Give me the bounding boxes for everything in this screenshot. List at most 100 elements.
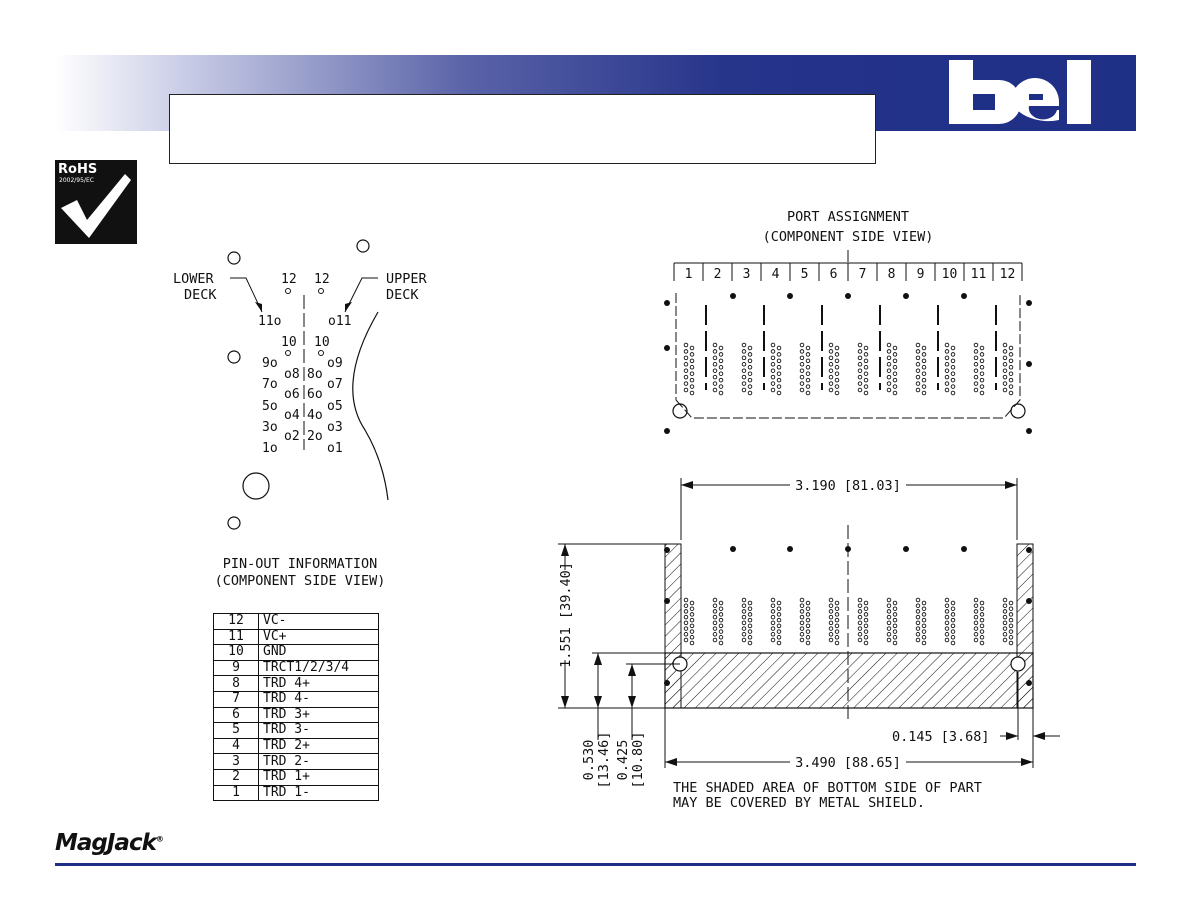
rohs-directive: 2002/95/EC (59, 177, 94, 184)
pin-label-left: 3o (262, 420, 278, 435)
bel-logo: bel (949, 60, 1091, 124)
pin-label-left: o6 (284, 387, 300, 402)
dim-425: 0.425 (615, 740, 631, 781)
port-number: 12 (1000, 267, 1016, 282)
port-number: 2 (714, 267, 722, 282)
pin-signal: TRD 4- (258, 690, 379, 708)
port-number: 6 (830, 267, 838, 282)
pin-number: 11 (213, 628, 259, 646)
pin-label-right: o9 (327, 356, 343, 371)
pin-label-right: o7 (327, 377, 343, 392)
pin-label-left: 5o (262, 399, 278, 414)
port-number: 9 (917, 267, 925, 282)
port-number: 5 (801, 267, 809, 282)
pin-label-right: o11 (328, 314, 351, 329)
title-box (169, 94, 876, 164)
pin-number: 2 (213, 768, 259, 786)
magjack-logo-mark: ® (155, 834, 164, 844)
pin-number: 8 (213, 675, 259, 692)
magjack-logo: MagJack® (55, 830, 164, 856)
shield-note-line-2: MAY BE COVERED BY METAL SHIELD. (673, 795, 925, 811)
pin-label-left: o2 (284, 429, 300, 444)
pin-signal: TRD 2+ (258, 737, 379, 755)
pin-number: 5 (213, 722, 259, 739)
pin-label-left: 1o (262, 441, 278, 456)
pin-number: 1 (213, 784, 259, 802)
pinout-title-line-1: PIN-OUT INFORMATION (222, 556, 378, 572)
pin-label-left: 12 (281, 272, 297, 287)
pin-number: 6 (213, 706, 259, 724)
dim-530: 0.530 (581, 740, 597, 781)
pin-signal: TRD 4+ (258, 675, 379, 692)
port-number: 11 (971, 267, 987, 282)
pin-signal: TRD 1+ (258, 768, 379, 786)
rohs-badge: RoHS 2002/95/EC (55, 160, 137, 244)
pin-signal: TRD 3- (258, 722, 379, 739)
dim-530-mm: [13.46] (596, 732, 612, 789)
pin-number: 4 (213, 737, 259, 755)
pinout-diagram: LOWER DECK UPPER DECK 1211o109oo87oo65oo… (173, 239, 428, 530)
pin-label-left: 9o (262, 356, 278, 371)
pin-label-right: 4o (307, 408, 323, 423)
pin-label-right: 10 (314, 335, 330, 350)
pin-label-left: 10 (281, 335, 297, 350)
pin-number: 3 (213, 753, 259, 770)
port-assignment-title-2: (COMPONENT SIDE VIEW) (763, 229, 934, 245)
pin-number: 12 (213, 613, 259, 630)
pin-label-left: o8 (284, 367, 300, 382)
shield-note-line-1: THE SHADED AREA OF BOTTOM SIDE OF PART (673, 780, 982, 796)
port-number: 3 (743, 267, 751, 282)
pin-label-left: 11o (258, 314, 281, 329)
pin-number: 9 (213, 659, 259, 677)
dim-width-overall: 3.490 [88.65] (795, 755, 901, 771)
pinout-title-line-2: (COMPONENT SIDE VIEW) (214, 573, 386, 589)
pin-signal: TRD 1- (258, 784, 379, 802)
pin-label-left: o4 (284, 408, 300, 423)
port-number: 1 (685, 267, 693, 282)
pin-signal: VC- (258, 613, 379, 630)
port-number: 7 (859, 267, 867, 282)
pin-signal: VC+ (258, 628, 379, 646)
pin-label-right: o5 (327, 399, 343, 414)
pin-signal: TRD 3+ (258, 706, 379, 724)
port-number: 8 (888, 267, 896, 282)
metal-shield-area (664, 652, 1034, 709)
rohs-label: RoHS (58, 162, 97, 177)
dim-height: 1.551 [39.40] (558, 562, 574, 668)
pin-label-right: 12 (314, 272, 330, 287)
port-assignment-title-1: PORT ASSIGNMENT (787, 209, 909, 225)
pin-signal: GND (258, 644, 379, 661)
port-number: 10 (942, 267, 958, 282)
dim-425-mm: [10.80] (630, 732, 646, 789)
footer-rule (55, 863, 1136, 866)
pin-label-right: 8o (307, 367, 323, 382)
pin-label-right: o3 (327, 420, 343, 435)
pin-label-right: 2o (307, 429, 323, 444)
pin-label-left: 7o (262, 377, 278, 392)
lower-deck-label-2: DECK (184, 287, 217, 303)
pin-signal: TRCT1/2/3/4 (258, 659, 379, 677)
pinout-title: PIN-OUT INFORMATION (COMPONENT SIDE VIEW… (190, 556, 410, 590)
pin-signal: TRD 2- (258, 753, 379, 770)
pin-number: 10 (213, 644, 259, 661)
pin-number: 7 (213, 690, 259, 708)
upper-deck-label-2: DECK (386, 287, 419, 303)
pin-label-right: o1 (327, 441, 343, 456)
lower-deck-label-1: LOWER (173, 271, 215, 287)
magjack-logo-text: MagJack (55, 830, 157, 856)
port-number: 4 (772, 267, 780, 282)
